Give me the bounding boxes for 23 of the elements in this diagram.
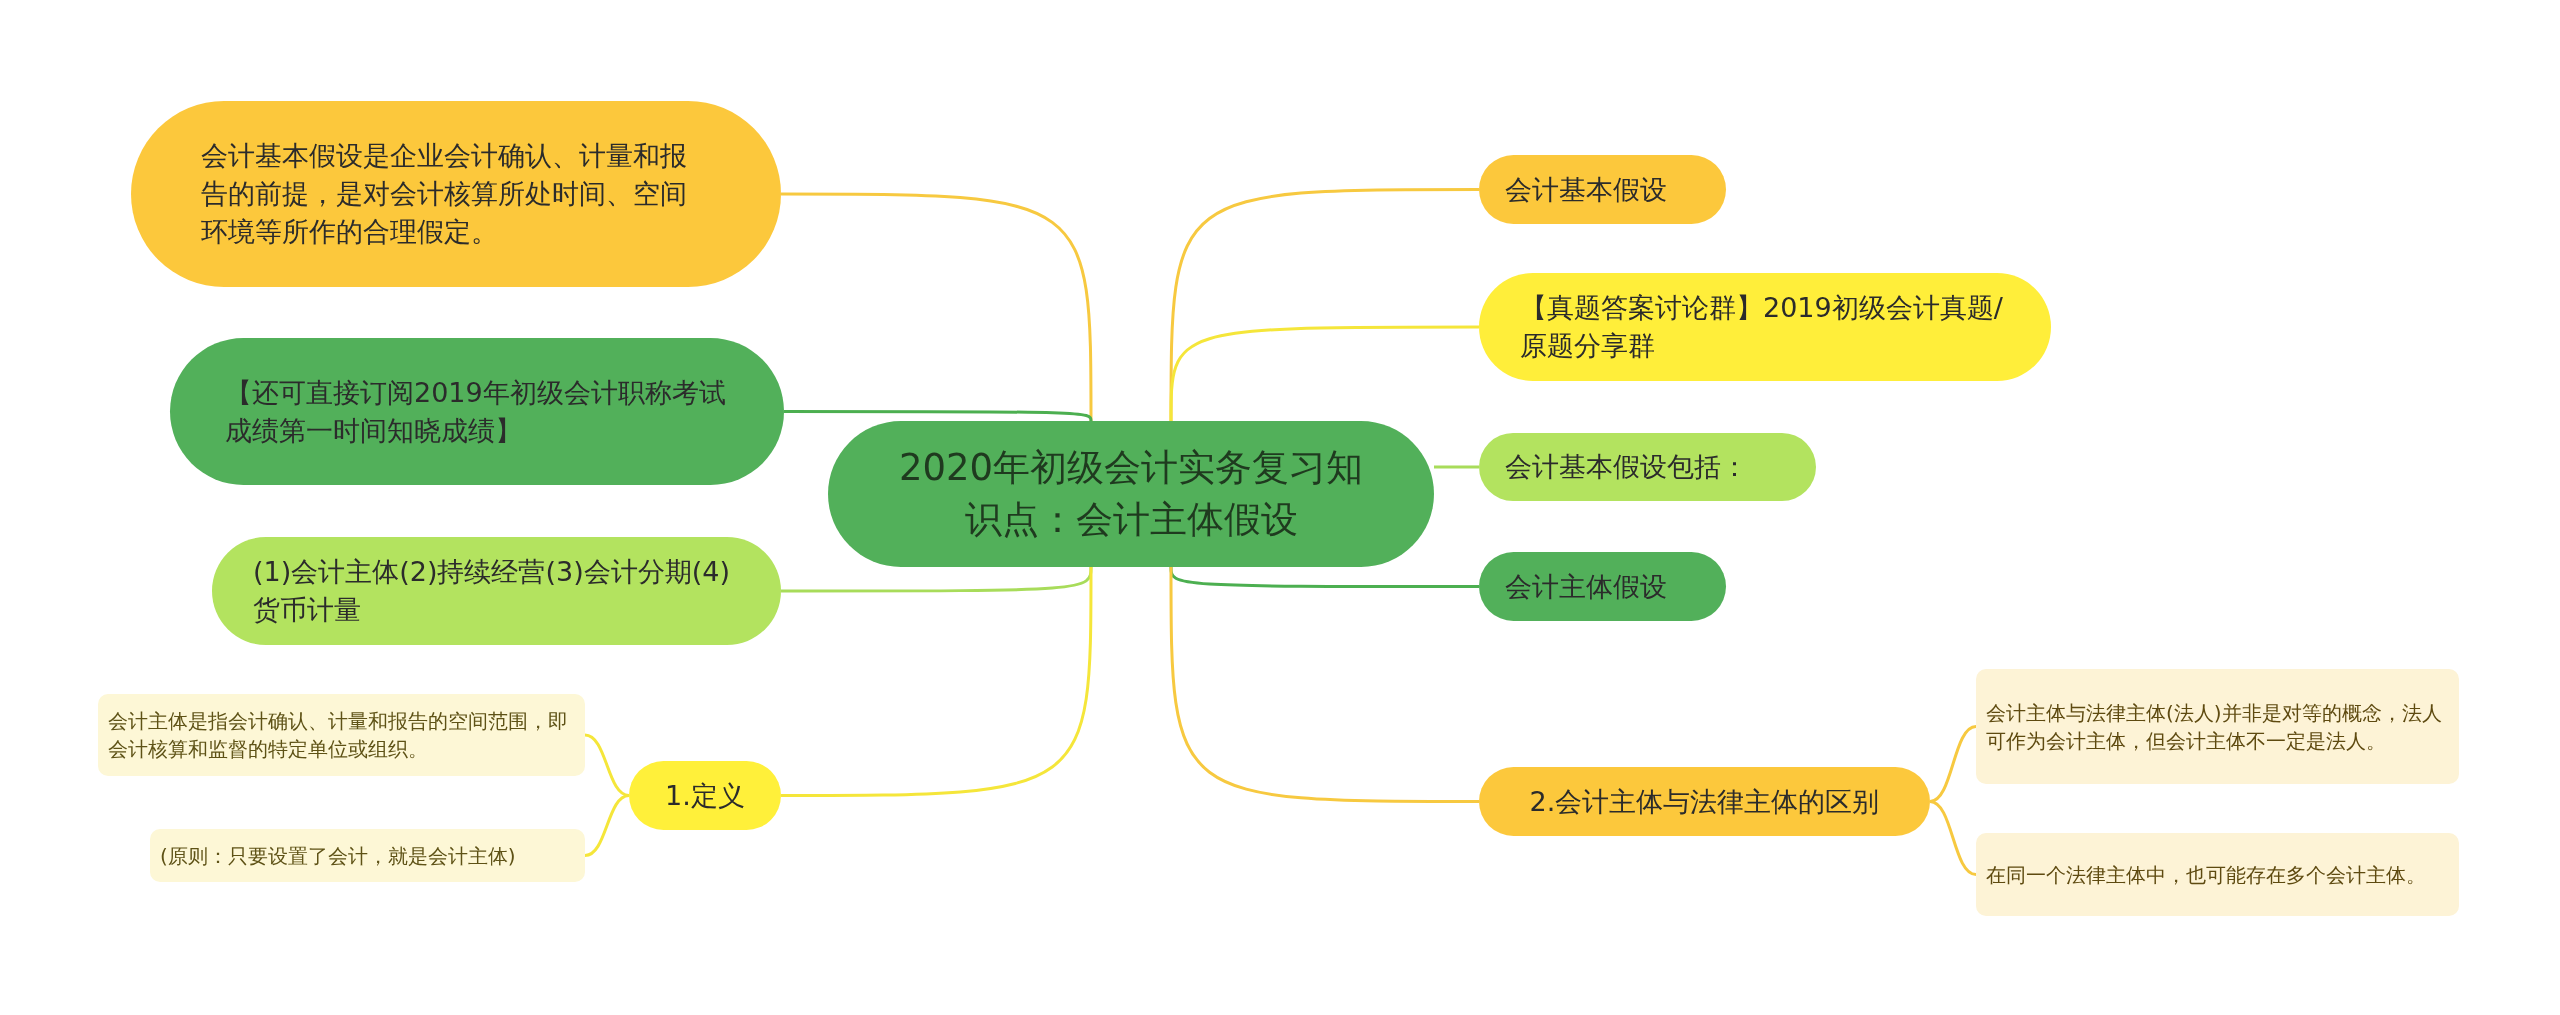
connector-line [781, 567, 1093, 797]
connector-line [1169, 188, 1479, 421]
topic-bubble: 会计主体假设 [1479, 552, 1726, 621]
note-box: 会计主体是指会计确认、计量和报告的空间范围，即会计核算和监督的特定单位或组织。 [98, 694, 585, 776]
topic-bubble: 会计基本假设是企业会计确认、计量和报告的前提，是对会计核算所处时间、空间环境等所作的合理假定。 [131, 101, 781, 287]
connector-line [1929, 800, 1977, 876]
note-box: 会计主体与法律主体(法人)并非是对等的概念，法人可作为会计主体，但会计主体不一定是法人。 [1976, 669, 2459, 784]
connector-line [1169, 567, 1479, 803]
connector-line [1169, 325, 1479, 421]
connector-line [1434, 465, 1479, 469]
connector-line [584, 794, 630, 857]
connector-line [1929, 725, 1977, 803]
central-topic: 2020年初级会计实务复习知识点：会计主体假设 [828, 421, 1434, 567]
topic-bubble: 1.定义 [629, 761, 781, 830]
topic-bubble: 2.会计主体与法律主体的区别 [1479, 767, 1930, 836]
topic-bubble: 会计基本假设 [1479, 155, 1726, 224]
topic-bubble: 【真题答案讨论群】2019初级会计真题/原题分享群 [1479, 273, 2051, 381]
topic-bubble: 【还可直接订阅2019年初级会计职称考试成绩第一时间知晓成绩】 [170, 338, 784, 485]
topic-bubble: (1)会计主体(2)持续经营(3)会计分期(4)货币计量 [212, 537, 781, 645]
topic-bubble: 会计基本假设包括： [1479, 433, 1816, 501]
connector-line [784, 410, 1093, 422]
note-box: (原则：只要设置了会计，就是会计主体) [150, 829, 585, 882]
note-box: 在同一个法律主体中，也可能存在多个会计主体。 [1976, 833, 2459, 916]
